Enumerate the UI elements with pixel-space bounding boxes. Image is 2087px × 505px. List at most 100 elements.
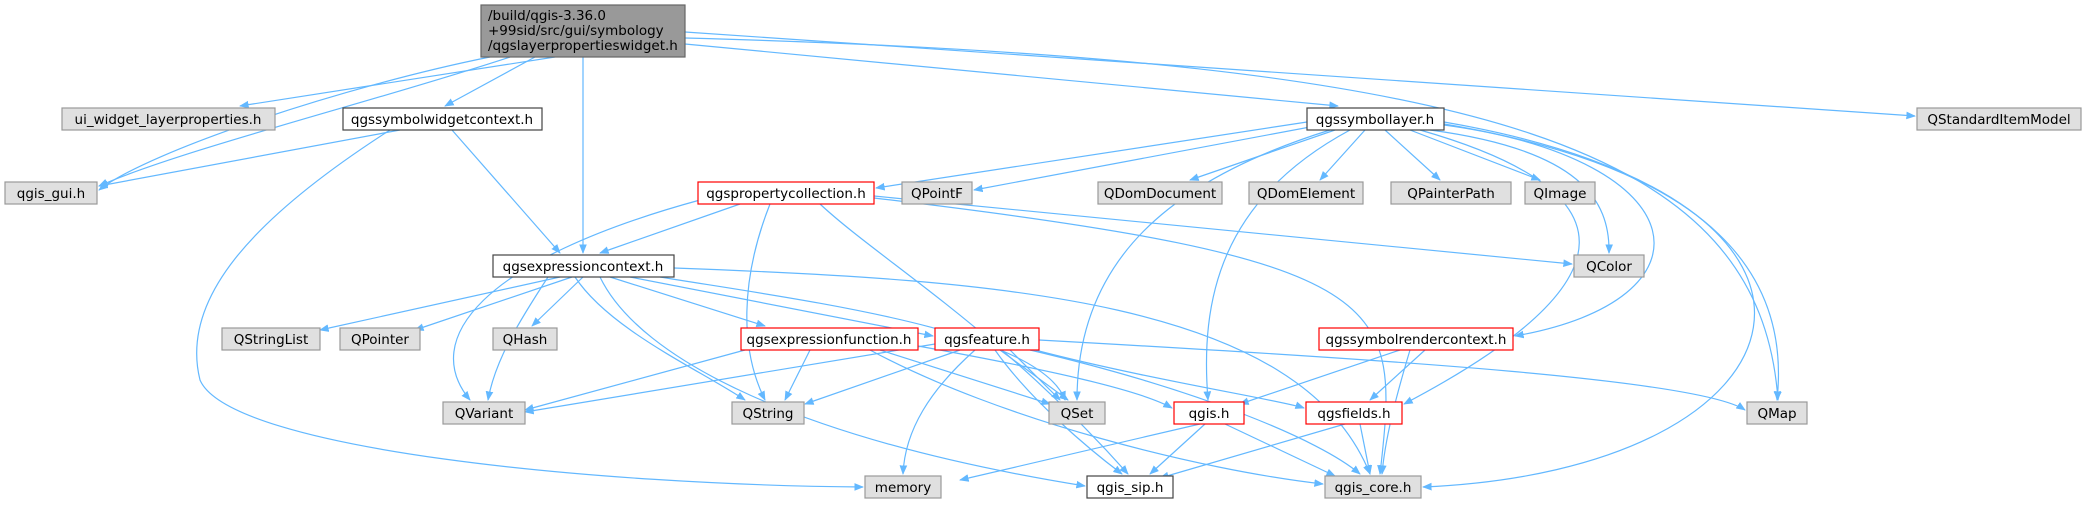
- edge-55: [1239, 349, 1401, 405]
- node-qstandarditemmodel[interactable]: QStandardItemModel: [1916, 107, 2082, 131]
- svg-text:QPointer: QPointer: [351, 332, 409, 348]
- node-qstring[interactable]: QString: [731, 401, 805, 425]
- edge-56: [1369, 349, 1426, 401]
- edge-26: [746, 203, 771, 401]
- svg-text:qgssymbolrendercontext.h: qgssymbolrendercontext.h: [1326, 332, 1507, 348]
- edge-16: [1384, 129, 1441, 181]
- svg-text:qgssymbolwidgetcontext.h: qgssymbolwidgetcontext.h: [351, 112, 533, 128]
- node-qgssymbollayer[interactable]: qgssymbollayer.h: [1306, 107, 1445, 131]
- node-qgsfeature[interactable]: qgsfeature.h: [934, 327, 1040, 351]
- edge-25: [599, 203, 741, 254]
- node-qgis-sip[interactable]: qgis_sip.h: [1086, 475, 1174, 499]
- node-qpointer[interactable]: QPointer: [339, 327, 421, 351]
- node-qimage[interactable]: QImage: [1524, 181, 1596, 205]
- edge-62: [1359, 423, 1373, 475]
- svg-text:qgspropertycollection.h: qgspropertycollection.h: [706, 186, 866, 202]
- edge-33: [531, 276, 584, 327]
- node-qdomelement[interactable]: QDomElement: [1248, 181, 1364, 205]
- node-qgsexpressionfunction[interactable]: qgsexpressionfunction.h: [740, 327, 919, 351]
- node-qdomdocument[interactable]: QDomDocument: [1097, 181, 1223, 205]
- svg-text:QHash: QHash: [503, 332, 548, 348]
- edge-41: [524, 349, 746, 412]
- svg-text:ui_widget_layerproperties.h: ui_widget_layerproperties.h: [75, 112, 262, 128]
- edges: [98, 31, 1916, 491]
- node-qvariant[interactable]: QVariant: [442, 401, 526, 425]
- svg-text:qgsexpressioncontext.h: qgsexpressioncontext.h: [503, 259, 664, 275]
- svg-text:QDomDocument: QDomDocument: [1104, 186, 1216, 202]
- node-qgis-core[interactable]: qgis_core.h: [1324, 475, 1422, 499]
- svg-text:QString: QString: [743, 406, 794, 422]
- svg-text:memory: memory: [875, 480, 931, 496]
- edge-10: [451, 129, 561, 254]
- node-ui-widget-layerproperties[interactable]: ui_widget_layerproperties.h: [61, 107, 276, 131]
- edge-35: [629, 276, 934, 339]
- svg-text:QMap: QMap: [1757, 406, 1796, 422]
- node-qgis-h[interactable]: qgis.h: [1173, 401, 1245, 425]
- svg-text:qgsexpressionfunction.h: qgsexpressionfunction.h: [747, 332, 912, 348]
- edge-15: [1319, 129, 1366, 181]
- node-qpainterpath[interactable]: QPainterPath: [1390, 181, 1512, 205]
- node-qgis-gui[interactable]: qgis_gui.h: [4, 181, 98, 205]
- edge-24: [1073, 129, 1331, 401]
- svg-text:qgis_core.h: qgis_core.h: [1335, 480, 1412, 496]
- edge-58: [959, 423, 1201, 482]
- edge-54: [1038, 339, 1746, 411]
- edge-52: [1034, 349, 1305, 409]
- edge-19: [1443, 124, 1655, 339]
- edge-50: [899, 349, 976, 475]
- node-qstringlist[interactable]: QStringList: [221, 327, 321, 351]
- edge-32: [414, 276, 573, 331]
- root-node[interactable]: /build/qgis-3.36.0 +99sid/src/gui/symbol…: [480, 4, 686, 58]
- svg-text:qgis.h: qgis.h: [1189, 406, 1230, 422]
- node-qgssymbolwidgetcontext[interactable]: qgssymbolwidgetcontext.h: [342, 107, 543, 131]
- edge-7: [98, 56, 511, 187]
- edge-20: [1443, 123, 1782, 401]
- svg-text:QColor: QColor: [1586, 259, 1632, 275]
- node-qhash[interactable]: QHash: [492, 327, 558, 351]
- edge-18: [1429, 129, 1613, 254]
- root-label-line-3: /qgslayerpropertieswidget.h: [488, 38, 678, 54]
- svg-text:QPointF: QPointF: [911, 186, 963, 202]
- svg-text:qgsfeature.h: qgsfeature.h: [944, 332, 1030, 348]
- svg-text:QSet: QSet: [1061, 406, 1094, 422]
- node-qgspropertycollection[interactable]: qgspropertycollection.h: [697, 181, 875, 205]
- node-qgssymbolrendercontext[interactable]: qgssymbolrendercontext.h: [1318, 327, 1514, 351]
- svg-text:QStringList: QStringList: [234, 332, 309, 348]
- svg-text:QDomElement: QDomElement: [1257, 186, 1355, 202]
- svg-text:qgssymbollayer.h: qgssymbollayer.h: [1316, 112, 1434, 128]
- node-qcolor[interactable]: QColor: [1573, 254, 1645, 278]
- svg-text:QVariant: QVariant: [455, 406, 514, 422]
- edge-1: [239, 56, 556, 109]
- edge-30: [873, 195, 1573, 267]
- svg-text:qgis_sip.h: qgis_sip.h: [1097, 480, 1164, 496]
- svg-text:QPainterPath: QPainterPath: [1407, 186, 1495, 202]
- edge-47: [804, 349, 961, 405]
- edge-44: [917, 345, 1173, 409]
- edge-42: [784, 349, 811, 401]
- edge-31: [319, 276, 561, 332]
- svg-text:QImage: QImage: [1534, 186, 1587, 202]
- edge-45: [869, 349, 1324, 487]
- edge-43: [879, 349, 1051, 406]
- node-qpointf[interactable]: QPointF: [901, 181, 973, 205]
- node-qmap[interactable]: QMap: [1746, 401, 1808, 425]
- edge-34: [609, 276, 766, 328]
- edge-37: [574, 276, 746, 401]
- edge-2: [444, 56, 536, 107]
- root-label-line-2: +99sid/src/gui/symbology: [488, 23, 664, 39]
- edge-17: [1409, 129, 1541, 181]
- node-qset[interactable]: QSet: [1048, 401, 1106, 425]
- edge-49: [1009, 349, 1061, 401]
- edge-38: [659, 276, 1066, 401]
- edge-48: [999, 349, 1069, 401]
- edge-22: [1403, 129, 1580, 405]
- edge-60: [1224, 423, 1336, 477]
- edge-39: [599, 276, 1086, 489]
- edge-46: [524, 343, 936, 415]
- svg-text:qgsfields.h: qgsfields.h: [1317, 406, 1390, 422]
- node-memory[interactable]: memory: [864, 475, 942, 499]
- node-qgsfields[interactable]: qgsfields.h: [1305, 401, 1403, 425]
- node-qgsexpressioncontext[interactable]: qgsexpressioncontext.h: [492, 254, 675, 278]
- edge-9: [98, 129, 401, 189]
- edge-29: [453, 199, 701, 401]
